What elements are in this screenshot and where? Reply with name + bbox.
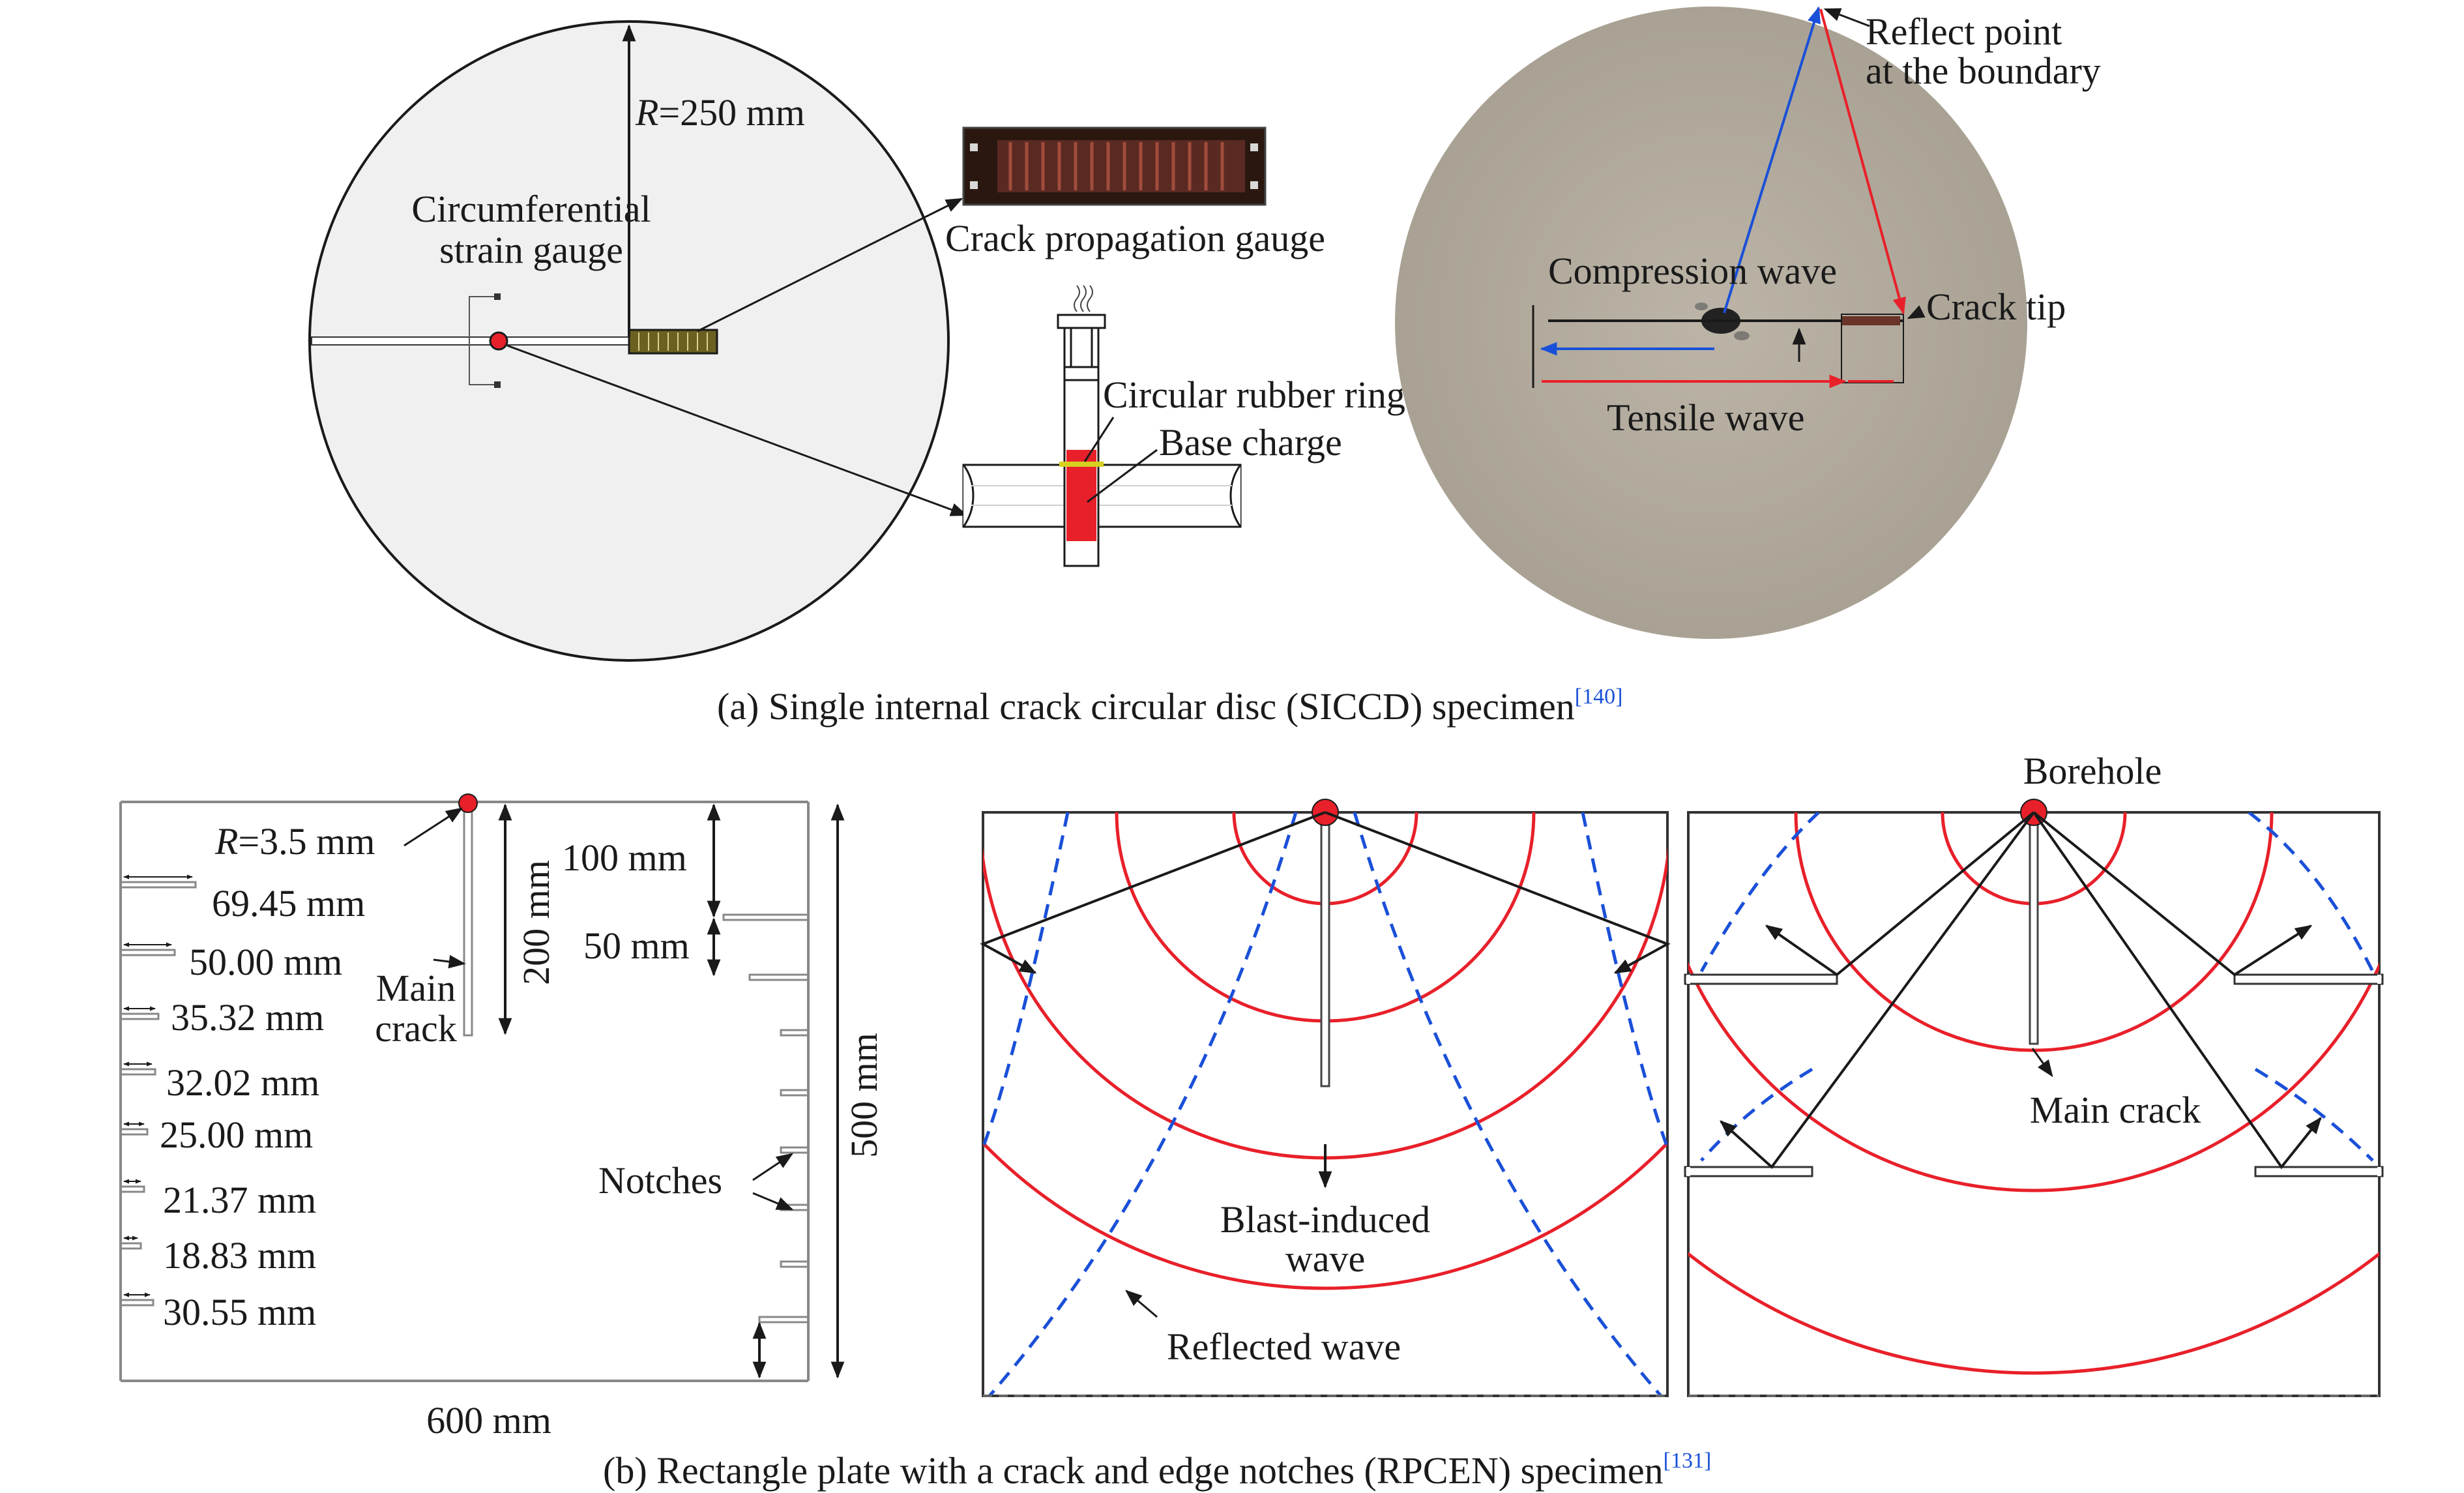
notches-label: Notches bbox=[598, 1159, 722, 1202]
notch-width-label: 21.37 mm bbox=[163, 1179, 316, 1221]
crack-gauge-on-disc bbox=[628, 329, 718, 355]
charge-detail-leader bbox=[506, 344, 968, 516]
center-crack bbox=[1320, 811, 1330, 1087]
notch-width-label: 18.83 mm bbox=[163, 1234, 316, 1277]
radius-label: R=250 mm bbox=[635, 91, 805, 134]
center-crack-2 bbox=[2029, 811, 2039, 1045]
siccd-schematic: R=250 mm Circumferential strain gauge bbox=[308, 20, 968, 662]
spacing-100-label: 100 mm bbox=[562, 836, 687, 879]
rubber-ring-label: Circular rubber ring bbox=[1103, 374, 1405, 416]
rpcen-dimensioned-plate bbox=[119, 793, 845, 1382]
notch-width-label: 35.32 mm bbox=[171, 996, 324, 1039]
caption-a: (a) Single internal crack circular disc … bbox=[717, 685, 1622, 728]
plate-borehole bbox=[458, 793, 478, 813]
base-charge-label: Base charge bbox=[1159, 421, 1342, 464]
main-crack-slot bbox=[463, 801, 473, 1037]
main-crack-label-2: crack bbox=[375, 1007, 457, 1050]
notch-width-label: 69.45 mm bbox=[212, 882, 365, 924]
borehole-label: Borehole bbox=[2023, 750, 2162, 792]
notch-width-labels: 69.45 mm 50.00 mm 35.32 mm 32.02 mm 25.0… bbox=[160, 882, 365, 1333]
strain-gauge-label-2: strain gauge bbox=[439, 229, 623, 271]
reflect-point-label: Reflect point bbox=[1866, 10, 2062, 53]
charge-detail bbox=[962, 285, 1242, 567]
strain-gauge-label: Circumferential bbox=[411, 188, 651, 230]
crack-tip-label: Crack tip bbox=[1926, 286, 2066, 328]
tensile-wave-label: Tensile wave bbox=[1607, 396, 1805, 439]
base-charge-leader bbox=[1087, 449, 1158, 503]
notch-width-label: 32.02 mm bbox=[166, 1061, 319, 1104]
length-200-label: 200 mm bbox=[515, 860, 557, 985]
notch-width-label: 25.00 mm bbox=[160, 1114, 313, 1156]
main-crack-label: Main bbox=[376, 967, 456, 1009]
compression-wave-arrow-up bbox=[1723, 6, 1821, 314]
disc-borehole bbox=[489, 331, 508, 351]
notch-width-label: 50.00 mm bbox=[189, 941, 342, 983]
crack-tip-leader bbox=[1907, 305, 1926, 319]
width-600-label: 600 mm bbox=[426, 1399, 551, 1441]
caption-b: (b) Rectangle plate with a crack and edg… bbox=[603, 1449, 1711, 1492]
height-500-label: 500 mm bbox=[843, 1033, 885, 1158]
siccd-photo bbox=[1395, 6, 2027, 639]
disc-crack-slit bbox=[311, 336, 630, 346]
plate-radius-label: R=3.5 mm bbox=[214, 820, 375, 863]
blast-wave-label-2: wave bbox=[1285, 1237, 1365, 1280]
spacing-50-label: 50 mm bbox=[583, 924, 690, 967]
crack-gauge-leader bbox=[697, 198, 963, 333]
blast-wave-label: Blast-induced bbox=[1220, 1198, 1430, 1241]
reflect-point-leader bbox=[1823, 8, 1870, 27]
crack-gauge-photo bbox=[962, 126, 1267, 206]
notch-width-label: 30.55 mm bbox=[163, 1291, 316, 1333]
notched-wave-schematic bbox=[1684, 799, 2384, 1397]
reflected-wave-label: Reflected wave bbox=[1167, 1325, 1401, 1368]
reflect-point-label-2: at the boundary bbox=[1866, 50, 2101, 92]
rubber-ring-leader bbox=[1083, 417, 1115, 462]
tensile-wave-reflected bbox=[1819, 8, 1906, 315]
crack-gauge-label: Crack propagation gauge bbox=[945, 217, 1325, 259]
blast-wave-schematic bbox=[980, 799, 1671, 1397]
compression-wave-label: Compression wave bbox=[1548, 250, 1837, 292]
strain-gauge-bracket bbox=[469, 296, 495, 385]
main-crack-label-right: Main crack bbox=[2030, 1089, 2201, 1131]
